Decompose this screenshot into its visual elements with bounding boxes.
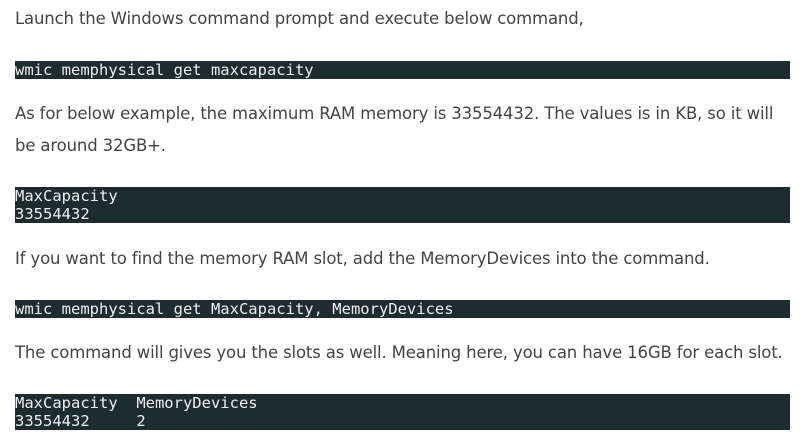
code-block-command-maxcapacity[interactable]: wmic memphysical get maxcapacity: [15, 61, 790, 79]
code-line: MaxCapacity MemoryDevices: [15, 394, 258, 412]
slots-paragraph: The command will gives you the slots as …: [15, 343, 783, 362]
code-line: wmic memphysical get MaxCapacity, Memory…: [15, 300, 454, 318]
explanation-paragraph: As for below example, the maximum RAM me…: [15, 104, 774, 155]
memory-slot-paragraph: If you want to find the memory RAM slot,…: [15, 249, 710, 268]
code-line: wmic memphysical get maxcapacity: [15, 61, 314, 79]
code-line: MaxCapacity: [15, 187, 118, 205]
code-block-command-memorydevices[interactable]: wmic memphysical get MaxCapacity, Memory…: [15, 300, 790, 318]
code-line: 33554432: [15, 205, 90, 223]
code-line: 33554432 2: [15, 412, 146, 430]
intro-paragraph: Launch the Windows command prompt and ex…: [15, 9, 584, 28]
